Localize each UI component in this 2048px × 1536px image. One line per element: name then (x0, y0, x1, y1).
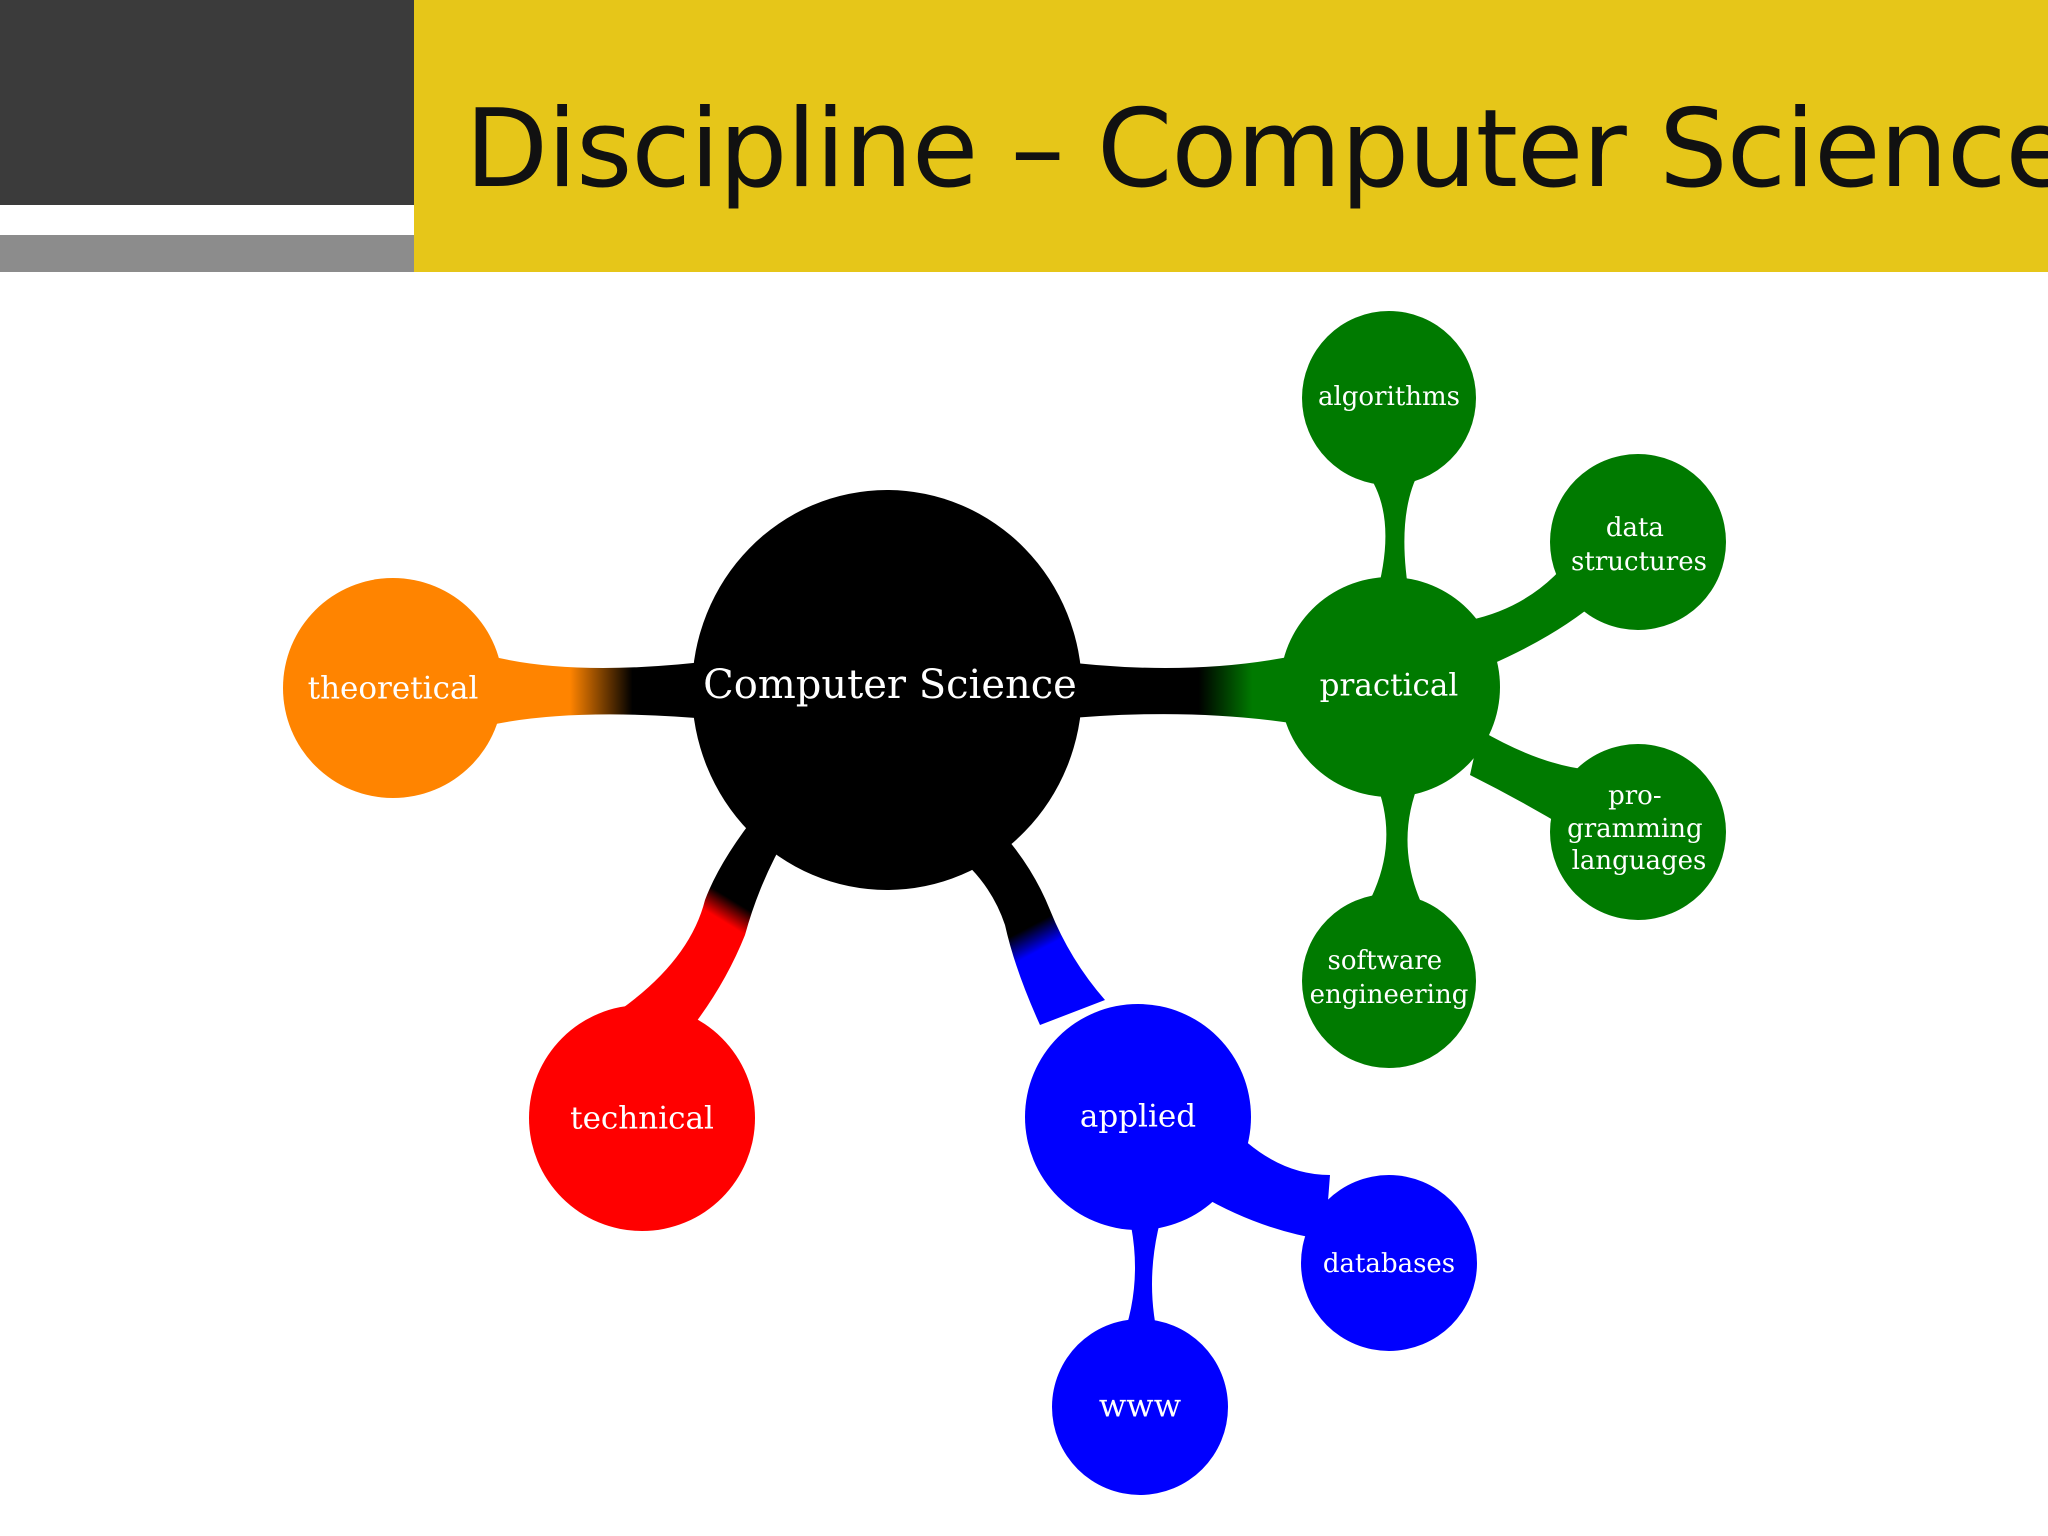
node-applied (1025, 1004, 1251, 1230)
node-theoretical (283, 578, 503, 798)
connectors (470, 470, 1615, 1345)
label-www: www (1099, 1387, 1181, 1425)
label-data-structures: data structures (1571, 513, 1707, 577)
label-programming-languages: pro- gramming languages (1567, 781, 1711, 876)
connector-software-engineering (1370, 780, 1420, 900)
label-databases: databases (1323, 1249, 1455, 1279)
connector-technical (620, 810, 790, 1030)
connector-practical (1050, 650, 1320, 728)
label-software-engineering-line-2: engineering (1310, 980, 1469, 1010)
node-software-engineering (1302, 894, 1476, 1068)
label-programming-languages-line-2: gramming (1567, 814, 1703, 844)
node-practical (1280, 577, 1500, 797)
label-theoretical: theoretical (308, 671, 479, 707)
nodes (283, 311, 1726, 1495)
label-software-engineering: software engineering (1310, 946, 1469, 1010)
node-labels: Computer Science theoretical technical a… (308, 382, 1711, 1425)
label-applied: applied (1080, 1099, 1196, 1135)
connector-theoretical (470, 650, 720, 730)
label-practical: practical (1320, 668, 1459, 704)
node-www (1052, 1319, 1228, 1495)
corner-white-stripe (0, 205, 414, 235)
node-center (692, 490, 1082, 890)
node-data-structures (1550, 454, 1726, 630)
corner-dark-block (0, 0, 414, 205)
corner-grey-stripe (0, 235, 414, 272)
label-technical: technical (570, 1101, 714, 1137)
label-software-engineering-line-1: software (1328, 946, 1443, 976)
connector-algorithms (1365, 470, 1420, 600)
label-algorithms: algorithms (1318, 382, 1460, 412)
label-data-structures-line-2: structures (1571, 547, 1707, 577)
node-programming-languages (1550, 744, 1726, 920)
label-center: Computer Science (703, 662, 1077, 708)
label-programming-languages-line-1: pro- (1608, 781, 1662, 811)
node-databases (1301, 1175, 1477, 1351)
title-bar (414, 0, 2048, 272)
node-technical (529, 1005, 755, 1231)
label-programming-languages-line-3: languages (1572, 846, 1707, 876)
slide-title: Discipline – Computer Science (465, 87, 2048, 212)
node-algorithms (1302, 311, 1476, 485)
connector-applied (950, 820, 1105, 1025)
label-data-structures-line-1: data (1606, 513, 1664, 543)
